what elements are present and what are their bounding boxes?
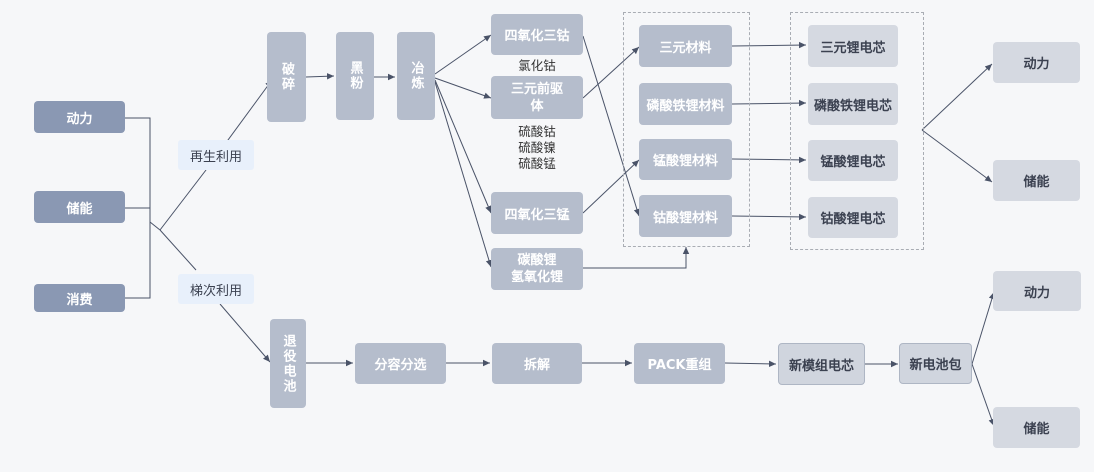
material-lco: 钴酸锂材料: [639, 195, 732, 237]
use-top-power: 动力: [993, 42, 1080, 83]
route-cascade-label: 梯次利用: [178, 274, 254, 304]
note-cobalt-chloride: 氯化钴: [518, 58, 556, 73]
node-black-powder: 黑粉: [336, 32, 374, 120]
node-lithium-salts: 碳酸锂 氢氧化锂: [491, 248, 583, 290]
use-top-storage: 储能: [993, 160, 1080, 201]
source-power: 动力: [34, 101, 125, 133]
node-new-module: 新模组电芯: [778, 343, 865, 385]
route-recycle-label: 再生利用: [178, 140, 254, 170]
use-bottom-storage: 储能: [993, 407, 1080, 448]
note-sulfates: 硫酸钴 硫酸镍 硫酸锰: [518, 124, 556, 171]
source-storage: 储能: [34, 191, 125, 223]
cell-lmo: 锰酸锂电芯: [808, 140, 898, 181]
node-smelt: 冶炼: [397, 32, 435, 120]
materials-group-box: [623, 12, 750, 247]
source-consumer: 消费: [34, 284, 125, 312]
use-bottom-power: 动力: [993, 271, 1081, 311]
cell-lco: 钴酸锂电芯: [808, 197, 898, 238]
node-sort: 分容分选: [355, 343, 446, 384]
cell-lfp: 磷酸铁锂电芯: [808, 83, 898, 125]
node-ternary-precursor: 三元前驱体: [491, 76, 583, 119]
cells-group-box: [790, 12, 924, 250]
material-lfp: 磷酸铁锂材料: [639, 83, 732, 125]
node-pack-regroup: PACK重组: [634, 343, 725, 384]
cell-ternary: 三元锂电芯: [808, 25, 898, 67]
material-ternary: 三元材料: [639, 25, 732, 67]
node-disassemble: 拆解: [492, 343, 582, 384]
node-retired-battery: 退役电池: [270, 319, 306, 408]
node-new-pack: 新电池包: [899, 343, 972, 384]
node-crush: 破碎: [267, 32, 306, 122]
node-co3o4: 四氧化三钴: [491, 14, 583, 55]
node-mn3o4: 四氧化三锰: [491, 192, 583, 234]
material-lmo: 锰酸锂材料: [639, 139, 732, 180]
